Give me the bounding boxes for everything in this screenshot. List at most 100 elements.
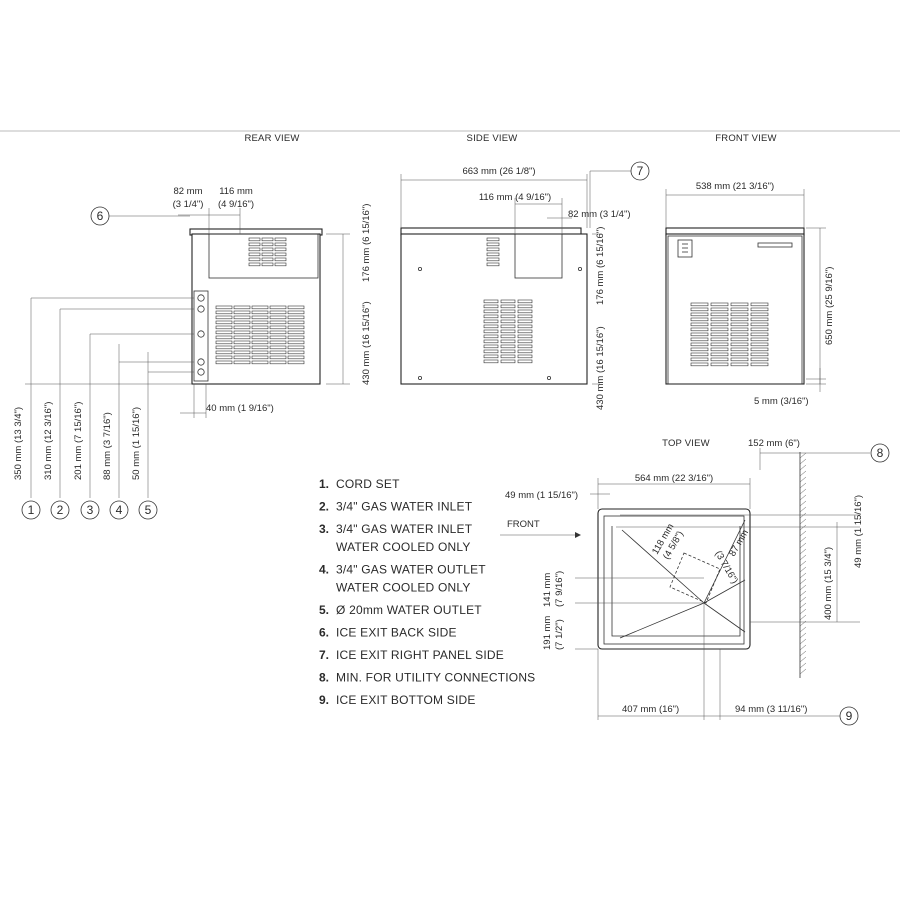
hatch-mark (799, 554, 807, 561)
vent-slot (251, 360, 269, 365)
rear-dim-310: 310 mm (12 3/16") (43, 402, 54, 480)
vent-slot (517, 299, 533, 304)
hatch-mark (799, 476, 807, 483)
side-ice-exit-panel (514, 233, 563, 279)
vent-slot (486, 252, 500, 257)
vent-slot (483, 309, 499, 314)
vent-slot (261, 252, 274, 257)
vent-slot (483, 334, 499, 339)
legend-item-text: ICE EXIT BOTTOM SIDE (336, 693, 476, 707)
hatch-mark (799, 452, 807, 459)
vent-slot (690, 362, 709, 367)
vent-slot (233, 345, 251, 350)
top-dim-49b: 49 mm (1 15/16") (853, 495, 864, 568)
rear-dim-116-in: (4 9/16") (218, 199, 254, 210)
vent-slot (483, 324, 499, 329)
vent-slot (750, 302, 769, 307)
hatch-mark (799, 518, 807, 525)
hatch-mark (799, 584, 807, 591)
vent-slot (750, 357, 769, 362)
vent-slot (710, 347, 729, 352)
top-view-outline (597, 508, 751, 650)
vent-slot (517, 324, 533, 329)
vent-slot (248, 242, 261, 247)
vent-slot (750, 332, 769, 337)
vent-slot (269, 320, 287, 325)
hatch-mark (799, 668, 807, 675)
hatch-mark (799, 482, 807, 489)
callout-5: 5 (138, 500, 158, 520)
vent-slot (730, 332, 749, 337)
vent-slot (269, 335, 287, 340)
vent-slot (730, 312, 749, 317)
legend-item-number: 5. (319, 603, 329, 617)
hatch-mark (799, 536, 807, 543)
vent-slot (500, 359, 516, 364)
vent-slot (690, 327, 709, 332)
top-dim-564: 564 mm (22 3/16") (635, 473, 713, 484)
front-view: 538 mm (21 3/16") 650 mm (25 9/16") 5 mm… (665, 181, 835, 407)
svg-text:2: 2 (57, 503, 64, 517)
front-dim-538: 538 mm (21 3/16") (696, 181, 774, 192)
vent-slot (261, 262, 274, 267)
vent-slot (730, 362, 749, 367)
vent-slot (486, 257, 500, 262)
vent-slot (500, 319, 516, 324)
rear-dim-82: 82 mm (173, 186, 202, 197)
vent-slot (750, 312, 769, 317)
vent-slot (215, 315, 233, 320)
vent-slot (500, 329, 516, 334)
top-dim-407: 407 mm (16") (622, 704, 679, 715)
hatch-mark (799, 662, 807, 669)
hatch-mark (799, 494, 807, 501)
vent-slot (730, 342, 749, 347)
hatch-mark (799, 548, 807, 555)
front-door-panel (667, 235, 803, 385)
callout-9: 9 (839, 706, 859, 726)
vent-slot (730, 347, 749, 352)
vent-slot (287, 325, 305, 330)
vent-slot (517, 349, 533, 354)
vent-slot (730, 302, 749, 307)
vent-slot (251, 325, 269, 330)
svg-text:3: 3 (87, 503, 94, 517)
hatch-mark (799, 644, 807, 651)
vent-slot (261, 237, 274, 242)
vent-slot (269, 345, 287, 350)
legend-item-text: 3/4" GAS WATER INLET (336, 522, 473, 536)
vent-slot (215, 355, 233, 360)
vent-slot (215, 330, 233, 335)
fitting-5 (197, 368, 205, 376)
vent-slot (500, 354, 516, 359)
vent-slot (486, 262, 500, 267)
vent-slot (690, 322, 709, 327)
vent-slot (483, 329, 499, 334)
vent-slot (287, 335, 305, 340)
vent-slot (287, 345, 305, 350)
legend-item-text: Ø 20mm WATER OUTLET (336, 603, 482, 617)
vent-slot (251, 305, 269, 310)
legend-item-text: WATER COOLED ONLY (336, 540, 471, 554)
vent-slot (287, 330, 305, 335)
vent-slot (500, 314, 516, 319)
vent-slot (750, 337, 769, 342)
vent-slot (750, 362, 769, 367)
vent-slot (517, 319, 533, 324)
vent-slot (710, 332, 729, 337)
callout-4: 4 (109, 500, 129, 520)
hatch-mark (799, 578, 807, 585)
legend-item-number: 7. (319, 648, 329, 662)
vent-slot (517, 309, 533, 314)
vent-slot (500, 339, 516, 344)
top-view: 564 mm (22 3/16") 152 mm (6") 49 mm (1 1… (500, 438, 870, 720)
vent-slot (274, 242, 287, 247)
vent-slot (750, 322, 769, 327)
side-dim-430: 430 mm (16 15/16") (595, 326, 606, 410)
vent-slot (233, 360, 251, 365)
vent-slot (710, 342, 729, 347)
hatch-mark (799, 506, 807, 513)
vent-slot (690, 307, 709, 312)
vent-slot (486, 237, 500, 242)
svg-text:1: 1 (28, 503, 35, 517)
vent-slot (251, 310, 269, 315)
